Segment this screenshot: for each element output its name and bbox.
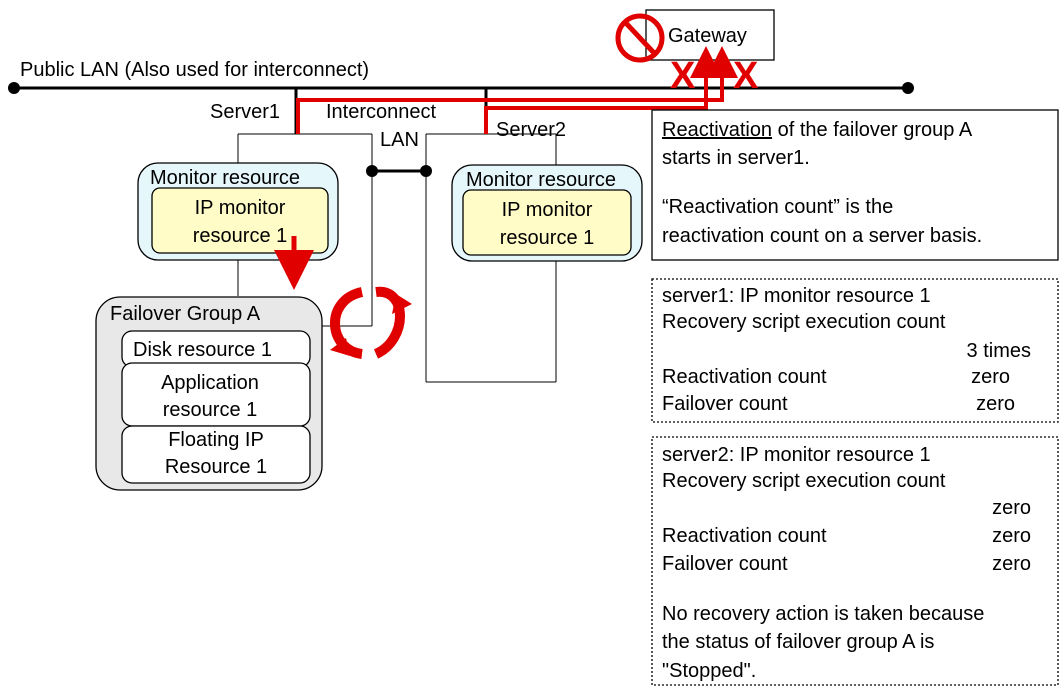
server2-script-value: zero xyxy=(992,497,1031,519)
ip-monitor-2 xyxy=(462,189,632,256)
note-underlined-term: Reactivation xyxy=(662,119,772,141)
ip-monitor-2-line1: IP monitor xyxy=(502,199,593,221)
server2-note-line1: No recovery action is taken because xyxy=(662,603,984,625)
server2-stats-title: server2: IP monitor resource 1 xyxy=(662,444,931,466)
server1-label: Server1 xyxy=(210,101,280,123)
server1-reactivation-value: zero xyxy=(971,366,1010,388)
note-line1: Reactivation of the failover group A xyxy=(662,119,973,141)
public-lan-label: Public LAN (Also used for interconnect) xyxy=(20,59,369,81)
server1-reactivation-label: Reactivation count xyxy=(662,366,827,388)
ip-monitor-1-line1: IP monitor xyxy=(195,197,286,219)
public-lan-endpoint-right xyxy=(902,82,914,94)
public-lan-endpoint-left xyxy=(8,82,20,94)
server2-note-line2: the status of failover group A is xyxy=(662,631,934,653)
server2-note-line3: "Stopped". xyxy=(662,660,756,682)
gateway-x-mark-left: X xyxy=(670,55,696,97)
note-line2: starts in server1. xyxy=(662,147,810,169)
ip-monitor-1-line2: resource 1 xyxy=(193,225,288,247)
note-line4: reactivation count on a server basis. xyxy=(662,225,982,247)
disk-resource-label: Disk resource 1 xyxy=(133,339,272,361)
server1-stats-box xyxy=(651,278,1059,423)
server2-label: Server2 xyxy=(496,119,566,141)
floating-ip-resource-box xyxy=(121,425,311,484)
failover-group-title: Failover Group A xyxy=(110,303,261,325)
gateway-x-mark-right: X xyxy=(733,55,759,97)
server2-reactivation-value: zero xyxy=(992,525,1031,547)
server1-script-value: 3 times xyxy=(967,340,1031,362)
interconnect-label-line2: LAN xyxy=(380,129,419,151)
server1-script-label: Recovery script execution count xyxy=(662,311,946,333)
server2-script-label: Recovery script execution count xyxy=(662,470,946,492)
monitor-resource-1-title: Monitor resource xyxy=(150,167,300,189)
monitor-path-outer xyxy=(296,46,738,134)
server2-failover-value: zero xyxy=(992,553,1031,575)
note-line3: “Reactivation count” is the xyxy=(662,196,893,218)
gateway-label: Gateway xyxy=(668,25,747,47)
ip-monitor-1 xyxy=(151,187,329,254)
server2-failover-label: Failover count xyxy=(662,553,788,575)
floating-ip-resource-line1: Floating IP xyxy=(168,429,264,451)
floating-ip-resource-line2: Resource 1 xyxy=(165,456,267,478)
server2-stats-box xyxy=(651,436,1059,686)
server1-failover-value: zero xyxy=(976,393,1015,415)
ip-monitor-2-line2: resource 1 xyxy=(500,227,595,249)
note-line1-rest: of the failover group A xyxy=(772,119,973,141)
interconnect-label-line1: Interconnect xyxy=(326,101,437,123)
prohibited-icon xyxy=(615,13,665,63)
monitor-resource-2-title: Monitor resource xyxy=(466,169,616,191)
reactivation-note-box xyxy=(651,109,1059,261)
server2-reactivation-label: Reactivation count xyxy=(662,525,827,547)
server1-stats-title: server1: IP monitor resource 1 xyxy=(662,285,931,307)
monitor-path-inner xyxy=(484,46,722,134)
server1-failover-label: Failover count xyxy=(662,393,788,415)
reactivation-cycle-icon xyxy=(330,286,412,359)
application-resource-line2: resource 1 xyxy=(163,399,258,421)
application-resource-line1: Application xyxy=(161,372,259,394)
